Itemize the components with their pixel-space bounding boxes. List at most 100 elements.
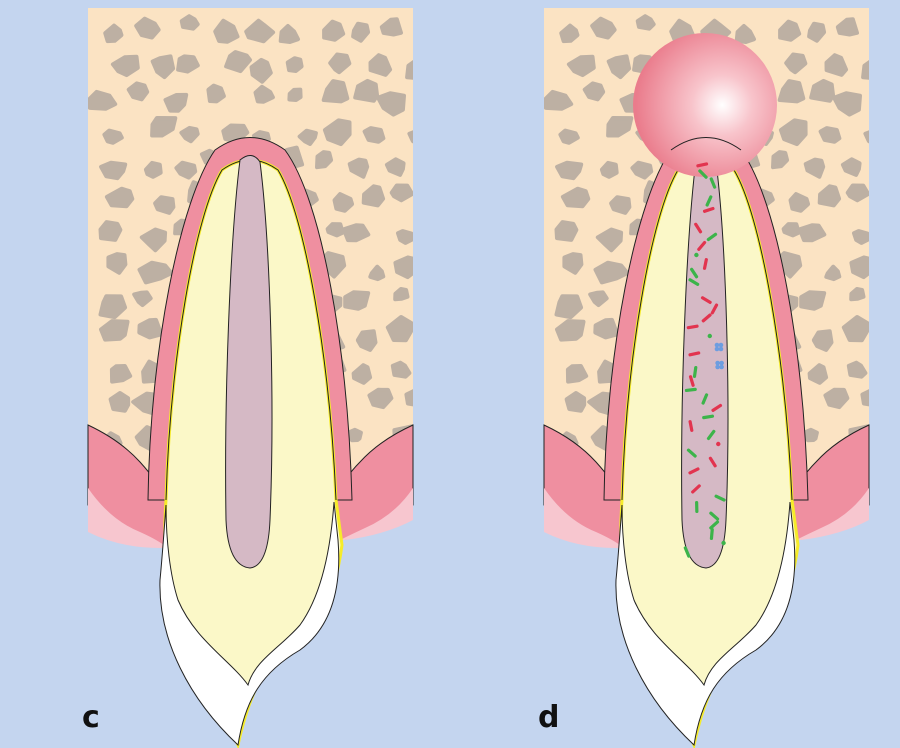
bacteria-coccus xyxy=(707,333,712,339)
bone-pore xyxy=(809,78,836,103)
bacteria-rod-green xyxy=(706,429,716,441)
bone-pore xyxy=(285,56,304,73)
bone-pore xyxy=(315,150,334,170)
bone-pore xyxy=(110,54,140,78)
bone-pore xyxy=(253,84,275,104)
bacteria-rod-green xyxy=(706,232,718,242)
bacteria-rod-green xyxy=(709,528,714,540)
bone-pore xyxy=(362,126,386,144)
bacteria-rod-red xyxy=(702,258,708,270)
bone-pore xyxy=(104,186,135,209)
bacteria-rod-red xyxy=(700,296,712,305)
bacteria-rod-green xyxy=(702,414,715,420)
bone-pore xyxy=(562,252,584,275)
bacteria-rod-red xyxy=(694,222,703,234)
bone-pore xyxy=(824,53,849,77)
bone-pore xyxy=(390,360,412,379)
bone-pore xyxy=(322,19,346,42)
bacteria-rod-red xyxy=(708,456,717,468)
bone-pore xyxy=(863,130,869,144)
bone-pore xyxy=(845,183,869,203)
bone-pore xyxy=(565,364,589,384)
bone-pore xyxy=(206,83,226,104)
bacteria-rod-red xyxy=(710,303,719,315)
bone-pore xyxy=(332,192,355,213)
bacteria-cluster-blue xyxy=(719,360,724,366)
bone-pore xyxy=(555,160,584,181)
bone-pore xyxy=(287,87,303,102)
bacteria-rod-red xyxy=(686,324,699,330)
bacteria-cluster-blue xyxy=(718,346,724,352)
bone-pore xyxy=(176,54,200,74)
bone-pore xyxy=(558,128,580,145)
bacteria-rod-red xyxy=(702,206,715,213)
bacteria-rod-red xyxy=(688,467,700,475)
bone-pore xyxy=(544,89,574,111)
bone-pore xyxy=(593,317,620,340)
bacteria-rod-green xyxy=(686,448,697,458)
bacteria-cluster-blue xyxy=(719,364,724,370)
bone-pore xyxy=(213,18,240,44)
bone-pore xyxy=(803,157,826,179)
bone-pore xyxy=(852,229,869,245)
bone-pore xyxy=(823,387,850,410)
periapical-lesion xyxy=(633,33,777,177)
bone-pore xyxy=(98,220,123,242)
bone-pore xyxy=(108,391,131,413)
bone-pore xyxy=(134,16,161,40)
bone-pore xyxy=(224,50,252,74)
bone-pore xyxy=(376,91,406,117)
bone-pore xyxy=(328,52,352,75)
bone-pore xyxy=(784,52,808,75)
bone-pore xyxy=(840,157,862,177)
bone-pore xyxy=(560,186,591,209)
bone-pore xyxy=(109,364,133,384)
bone-pore xyxy=(99,319,130,342)
bacteria-rod-red xyxy=(688,375,695,387)
bone-pore xyxy=(137,260,174,285)
enamel-crown xyxy=(159,501,340,747)
bone-pore xyxy=(599,160,619,179)
bone-pore xyxy=(778,19,802,42)
bone-pore xyxy=(368,264,386,282)
bone-pore xyxy=(244,18,276,44)
bacteria-rod-green xyxy=(709,177,717,189)
bacteria-rod-green xyxy=(709,520,720,530)
bone-pore xyxy=(368,53,393,77)
bacteria-rod-red xyxy=(697,240,707,251)
bone-pore xyxy=(102,128,124,145)
apex-outline xyxy=(670,137,742,151)
panel-c xyxy=(87,8,414,748)
bone-pore xyxy=(595,227,624,253)
bacteria-rod-green xyxy=(690,267,699,279)
bone-pore xyxy=(384,157,406,177)
bone-pore xyxy=(325,222,345,238)
bone-pore xyxy=(630,160,654,180)
bacteria-rod-green xyxy=(705,195,713,207)
bone-pore xyxy=(797,223,827,243)
bone-pore xyxy=(139,227,168,253)
bone-pore xyxy=(849,287,866,302)
bone-pore xyxy=(846,360,868,379)
bone-pore xyxy=(807,21,827,43)
bone-pore xyxy=(179,14,200,31)
bacteria-rod-red xyxy=(691,484,701,494)
bacteria-rod-green xyxy=(695,501,699,514)
bacteria-rod-red xyxy=(711,403,723,412)
bacteria-cluster-blue xyxy=(715,360,720,366)
panel-label-c: c xyxy=(82,700,100,735)
bone-pore xyxy=(832,91,862,117)
bone-pore xyxy=(341,223,371,243)
bacteria-coccus xyxy=(721,540,726,546)
bone-pore xyxy=(351,363,373,385)
bacteria-rod-red xyxy=(701,313,712,323)
bone-pore xyxy=(555,319,586,342)
bone-pore xyxy=(593,260,630,285)
bacteria-rod-green xyxy=(701,393,709,405)
bone-pore xyxy=(799,290,827,311)
bacteria-rod-green xyxy=(683,546,691,558)
bone-pore xyxy=(297,128,318,146)
bone-pore xyxy=(606,54,632,80)
pulp-canal xyxy=(225,155,273,569)
